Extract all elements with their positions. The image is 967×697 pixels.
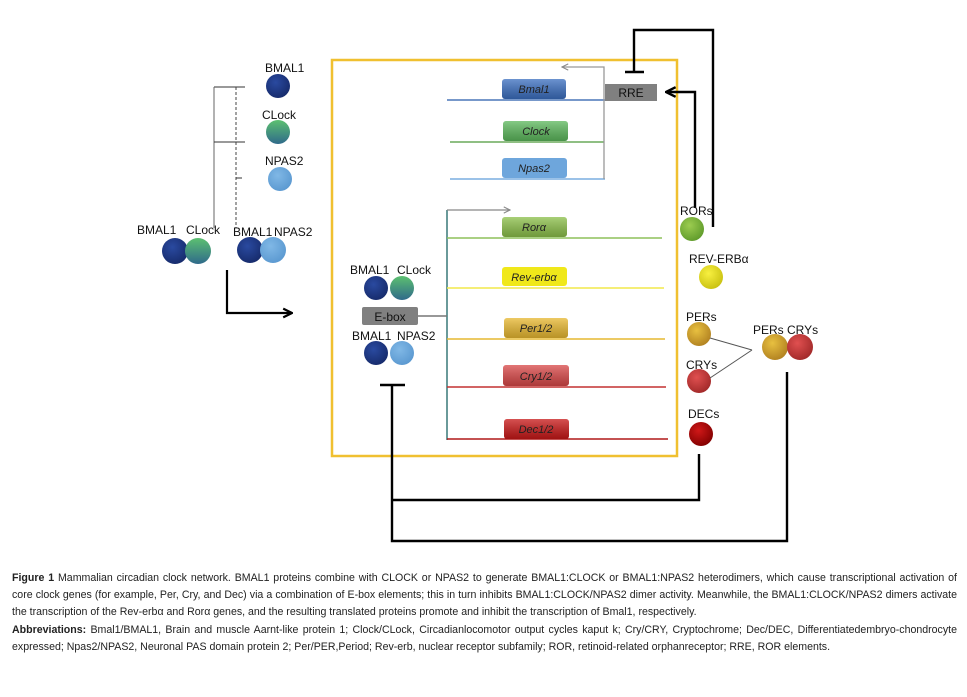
ror-activation-arrow	[666, 92, 697, 208]
gene-label-npas2: Npas2	[518, 163, 550, 175]
left-dimer-bmal1-npas2: BMAL1 NPAS2	[233, 225, 313, 263]
gene-label-dec: Dec1/2	[519, 424, 554, 436]
bmal1-protein	[162, 238, 188, 264]
bmal1-protein	[364, 341, 388, 365]
left-monomers: BMAL1 CLock NPAS2	[213, 61, 305, 228]
inner-label-clock: CLock	[397, 263, 432, 277]
figure-text: Mammalian circadian clock network. BMAL1…	[12, 572, 957, 619]
npas2-protein	[260, 237, 286, 263]
dimer-label-clock: CLock	[186, 223, 221, 237]
clock-protein	[266, 120, 290, 144]
complex-label: PERs CRYs	[753, 323, 818, 337]
per-protein	[762, 334, 788, 360]
nucleus-frame	[330, 58, 679, 458]
bmal1-protein	[237, 237, 263, 263]
gene-box-npas2	[502, 158, 567, 178]
ebox-box	[362, 307, 418, 325]
cry-protein	[687, 369, 711, 393]
ebox-region: Rorα Rev-erbα Per1/2 Cry1/2 Dec1/2 BMAL1…	[350, 210, 668, 440]
npas2-protein	[390, 341, 414, 365]
ror-protein	[680, 217, 704, 241]
clock-protein	[185, 238, 211, 264]
protein-label-decs: DECs	[688, 407, 719, 421]
monomer-label-npas2: NPAS2	[265, 154, 304, 168]
gene-label-clock: Clock	[522, 126, 550, 138]
gene-box-reverba	[502, 267, 567, 286]
clock-protein	[390, 276, 414, 300]
protein-label-rors: RORs	[680, 204, 713, 218]
monomer-label-bmal1: BMAL1	[265, 61, 305, 75]
gene-label-cry: Cry1/2	[520, 371, 552, 383]
figure-caption: Figure 1 Mammalian circadian clock netwo…	[12, 570, 957, 656]
dimer-label-npas2: NPAS2	[274, 225, 313, 239]
left-dimer-bmal1-clock: BMAL1 CLock	[137, 223, 221, 264]
npas2-protein	[268, 167, 292, 191]
protein-label-crys: CRYs	[686, 358, 717, 372]
inner-label-bmal1: BMAL1	[352, 329, 392, 343]
dimer-label-bmal1: BMAL1	[233, 225, 273, 239]
figure-legend: Figure 1 Mammalian circadian clock netwo…	[12, 570, 957, 622]
gene-label-rora: Rorα	[522, 222, 547, 234]
gene-label-per: Per1/2	[520, 323, 552, 335]
bmal1-protein	[364, 276, 388, 300]
dimer-label-bmal1: BMAL1	[137, 223, 177, 237]
reverb-inhibition-line	[632, 28, 715, 227]
inner-label-npas2: NPAS2	[397, 329, 436, 343]
rre-region: Bmal1 Clock Npas2 RRE	[447, 67, 657, 180]
cry-protein	[787, 334, 813, 360]
inner-label-bmal1: BMAL1	[350, 263, 390, 277]
figure-label: Figure 1	[12, 572, 55, 584]
rre-transcription-arrow	[562, 67, 605, 179]
ebox-label: E-box	[374, 310, 405, 324]
rre-feedback	[625, 28, 715, 227]
rre-label: RRE	[618, 86, 643, 100]
ebox-inhibition	[380, 372, 789, 543]
nuclear-entry-arrow	[225, 270, 292, 313]
protein-label-reverb: REV-ERBα	[689, 252, 749, 266]
gene-label-reverba: Rev-erbα	[511, 272, 557, 284]
abbreviations: Abbreviations: Bmal1/BMAL1, Brain and mu…	[12, 622, 957, 656]
gene-label-bmal1: Bmal1	[518, 84, 549, 96]
reverb-protein	[699, 265, 723, 289]
rre-box	[605, 84, 657, 101]
abbreviations-label: Abbreviations:	[12, 623, 87, 636]
circadian-clock-diagram: BMAL1 CLock NPAS2 BMAL1 CLock BMAL1 NPAS…	[137, 28, 818, 543]
monomer-label-clock: CLock	[262, 108, 297, 122]
bmal1-protein	[266, 74, 290, 98]
protein-label-pers: PERs	[686, 310, 717, 324]
dec-protein	[689, 422, 713, 446]
per-protein	[687, 322, 711, 346]
abbreviations-text: Bmal1/BMAL1, Brain and muscle Aarnt-like…	[12, 623, 957, 653]
cytoplasm-proteins: RORs REV-ERBα PERs CRYs DECs PERs CRYs	[680, 204, 818, 446]
